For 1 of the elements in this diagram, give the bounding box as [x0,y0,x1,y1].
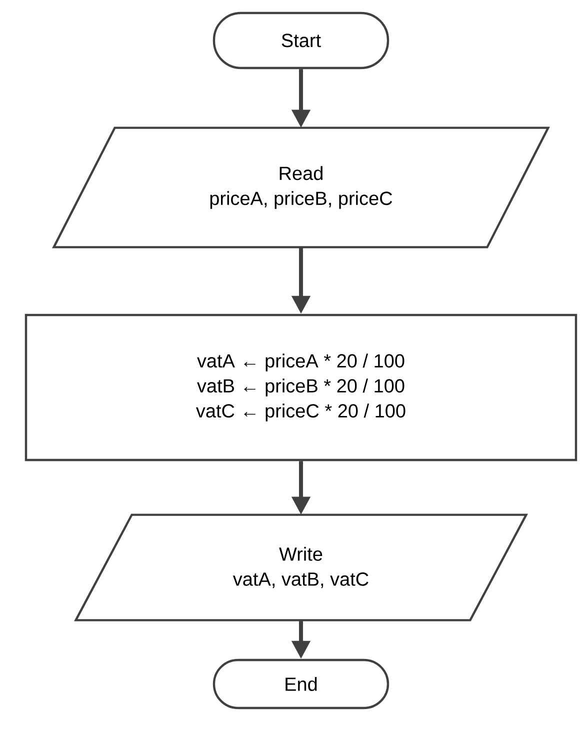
process-box: vatA ← priceA * 20 / 100 vatB ← priceB * 20 / 100 vatC ← priceC * 20 / 100 [24,314,578,462]
